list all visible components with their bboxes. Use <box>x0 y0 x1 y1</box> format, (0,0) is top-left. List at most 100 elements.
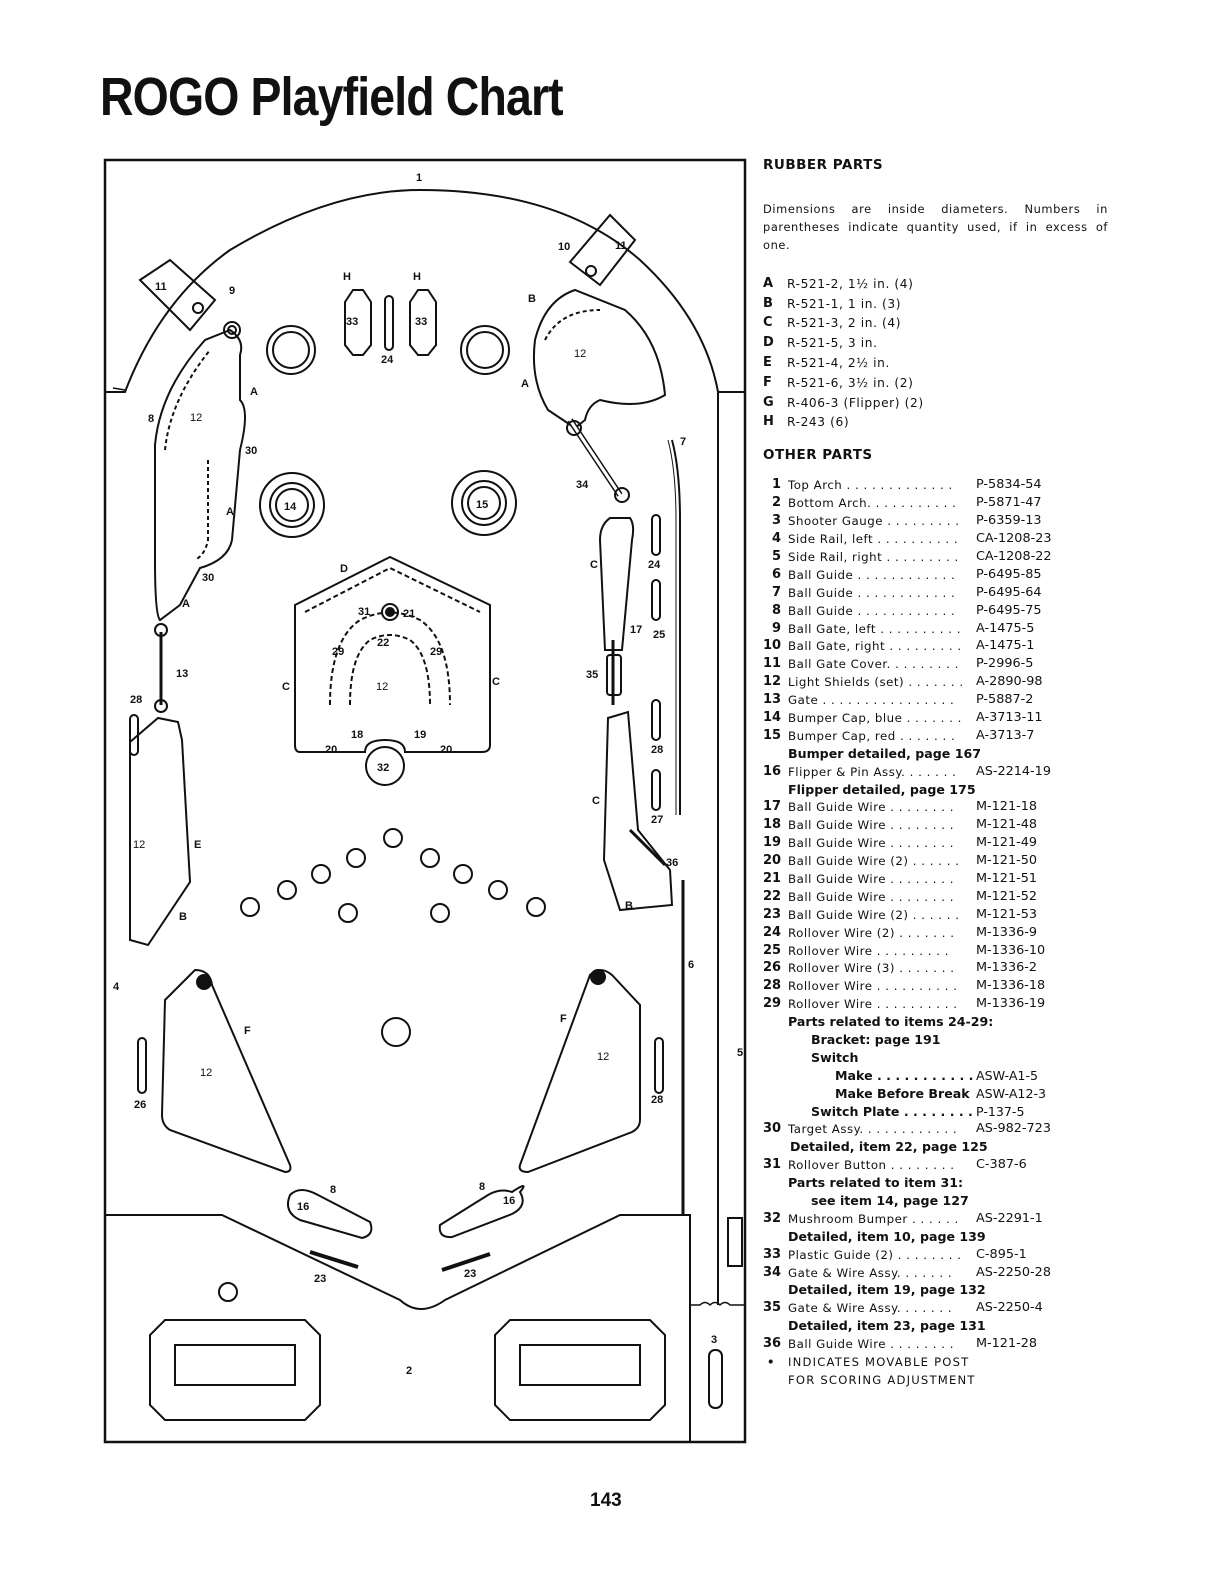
part-number: M-121-50 <box>976 853 1037 869</box>
part-number: M-121-51 <box>976 870 1037 886</box>
rubber-part-key: F <box>763 374 773 390</box>
part-number: P-5871-47 <box>976 495 1042 511</box>
rubber-part-key: B <box>763 295 774 311</box>
part-note-text: Make . . . . . . . . . . . <box>835 1067 974 1083</box>
rubber-part-text: R-521-6, 3½ in. (2) <box>787 375 914 390</box>
part-item-number: 30 <box>763 1121 782 1137</box>
part-description: Ball Guide . . . . . . . . . . . . <box>788 567 956 582</box>
part-note-row: Parts related to items 24-29: <box>763 1013 1108 1031</box>
label-11b: 11 <box>615 240 627 252</box>
label-25: 25 <box>653 629 665 641</box>
part-number: M-1336-10 <box>976 942 1046 958</box>
part-row: 22 Ball Guide Wire . . . . . . . . M-121-5… <box>763 888 1108 906</box>
playfield-outline <box>103 158 747 1444</box>
note-line-1: • INDICATES MOVABLE POST <box>767 1355 970 1370</box>
part-description: Ball Guide Wire . . . . . . . . <box>788 818 955 833</box>
rubber-part-text: R-521-4, 2½ in. <box>787 356 890 371</box>
part-number: M-1336-18 <box>976 978 1046 994</box>
part-number: M-121-18 <box>976 799 1037 815</box>
part-description: Ball Gate, right . . . . . . . . . <box>788 639 962 654</box>
part-item-number: 29 <box>763 996 782 1012</box>
label-22: 22 <box>377 637 389 649</box>
part-note-text: Detailed, item 10, page 139 <box>788 1228 986 1244</box>
label-30b: 30 <box>202 572 214 584</box>
label-E: E <box>194 839 201 851</box>
part-item-number: 24 <box>763 924 782 940</box>
part-description: Ball Guide Wire . . . . . . . . <box>788 889 955 904</box>
label-31: 31 <box>358 606 370 618</box>
parts-list: RUBBER PARTS Dimensions are inside diame… <box>763 156 1108 1389</box>
part-note-row: Bumper detailed, page 167 <box>763 745 1108 763</box>
part-number: C-895-1 <box>976 1246 1027 1262</box>
part-note-row: Parts related to item 31: <box>763 1174 1108 1192</box>
part-description: Rollover Wire . . . . . . . . . . <box>788 997 958 1012</box>
label-13: 13 <box>176 668 188 680</box>
label-35: 35 <box>586 669 598 681</box>
part-item-number: 2 <box>771 495 781 511</box>
label-29b: 29 <box>430 646 442 658</box>
part-note-row: Flipper detailed, page 175 <box>763 781 1108 799</box>
part-description: Side Rail, right . . . . . . . . . <box>788 549 959 564</box>
part-note-text: Flipper detailed, page 175 <box>788 781 976 797</box>
label-19: 19 <box>414 729 426 741</box>
part-description: Gate . . . . . . . . . . . . . . . . <box>788 693 955 708</box>
label-12: 12 <box>190 412 202 424</box>
part-number: P-6359-13 <box>976 513 1042 529</box>
label-28: 28 <box>130 694 142 706</box>
rubber-part-key: A <box>763 275 774 291</box>
rubber-part-row: F R-521-6, 3½ in. (2) <box>763 373 1108 393</box>
part-item-number: 35 <box>763 1300 782 1316</box>
part-description: Mushroom Bumper . . . . . . <box>788 1211 959 1226</box>
part-item-number: 33 <box>763 1246 782 1262</box>
part-note-row: Switch Plate . . . . . . . .P-137-5 <box>763 1103 1108 1121</box>
part-number: P-5887-2 <box>976 692 1034 708</box>
part-description: Light Shields (set) . . . . . . . <box>788 675 964 690</box>
part-description: Ball Guide Wire (2) . . . . . . <box>788 854 960 869</box>
part-item-number: 22 <box>763 888 782 904</box>
part-item-number: 11 <box>763 656 782 672</box>
part-description: Target Assy. . . . . . . . . . . . <box>788 1122 958 1137</box>
label-15: 15 <box>476 499 488 511</box>
label-26: 26 <box>134 1099 146 1111</box>
rubber-part-key: H <box>763 414 775 430</box>
page-number: 143 <box>590 1490 622 1511</box>
rubber-part-text: R-243 (6) <box>787 415 850 430</box>
label-7: 7 <box>680 436 686 448</box>
bottom-arch <box>105 1214 691 1442</box>
left-flipper <box>287 1189 373 1240</box>
rubber-part-text: R-521-5, 3 in. <box>787 336 878 351</box>
part-number: AS-2250-28 <box>976 1264 1051 1280</box>
part-note-text: Detailed, item 19, page 132 <box>788 1282 986 1298</box>
part-number: M-121-49 <box>976 835 1037 851</box>
part-item-number: 10 <box>763 638 782 654</box>
part-item-number: 7 <box>771 584 781 600</box>
rubber-part-row: H R-243 (6) <box>763 413 1108 433</box>
part-number: M-121-52 <box>976 888 1037 904</box>
part-description: Ball Gate Cover. . . . . . . . . <box>788 657 959 672</box>
part-note-row: Switch <box>763 1049 1108 1067</box>
part-item-number: 23 <box>763 906 782 922</box>
label-24: 24 <box>381 354 394 366</box>
label-14: 14 <box>284 501 297 513</box>
part-number: M-121-48 <box>976 817 1037 833</box>
rubber-parts-intro: Dimensions are inside diameters. Numbers… <box>763 202 1108 252</box>
top-arch <box>105 188 745 393</box>
part-item-number: 15 <box>763 727 782 743</box>
